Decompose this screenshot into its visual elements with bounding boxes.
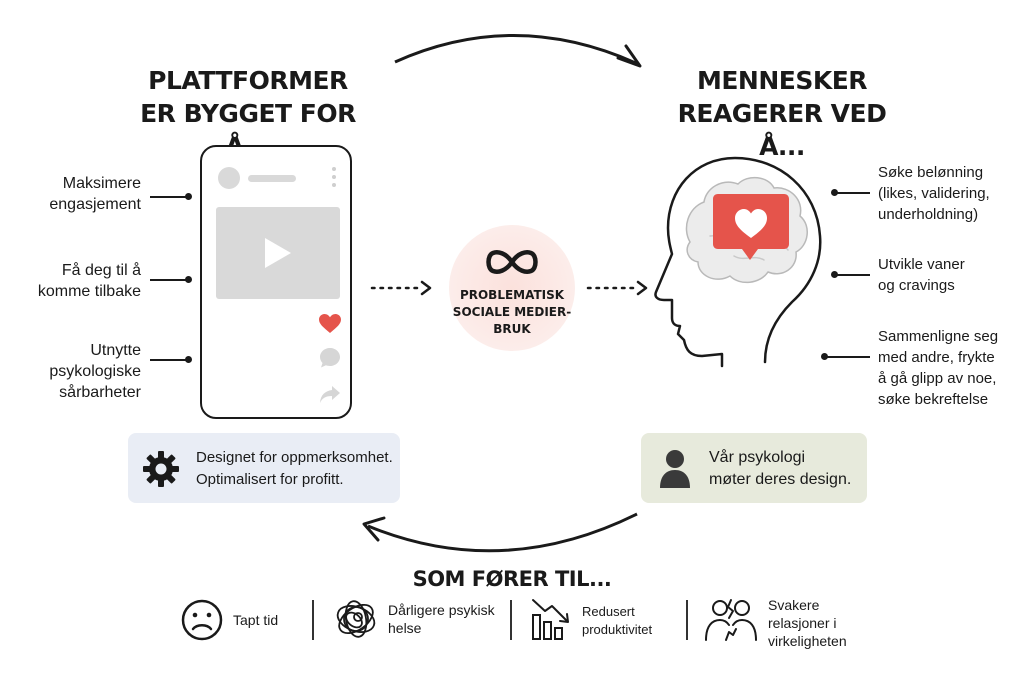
left-connector-2 <box>150 279 188 281</box>
left-connector-dot-2 <box>185 276 192 283</box>
right-item-2-line-1: Utvikle vaner <box>878 256 965 273</box>
left-item-2-line-2: komme tilbake <box>37 283 141 300</box>
platform-design-panel: Designet for oppmerksomhet. Optimalisert… <box>128 433 400 503</box>
profile-avatar-placeholder <box>218 167 240 189</box>
left-item-3-line-3: sårbarheter <box>59 384 141 401</box>
left-item-vulnerabilities: Utnytte psykologiske sårbarheter <box>20 340 141 403</box>
right-connector-2 <box>834 274 870 276</box>
outcome-separator-3 <box>686 600 688 640</box>
center-label-line-2: SOCIALE MEDIER- <box>452 305 572 319</box>
gear-icon <box>143 451 179 487</box>
left-connector-dot-1 <box>185 193 192 200</box>
top-cycle-arrow <box>394 34 642 68</box>
right-heading-line-2: REAGERER VED Å... <box>677 99 887 161</box>
platform-design-text: Designet for oppmerksomhet. Optimalisert… <box>196 447 396 491</box>
left-item-3-line-2: psykologiske <box>49 363 141 380</box>
right-connector-1 <box>834 192 870 194</box>
dotted-arrow-right <box>586 280 648 296</box>
right-item-3-line-2: med andre, frykte <box>878 349 995 366</box>
psychology-line-1: Vår psykologi <box>709 449 806 466</box>
left-connector-3 <box>150 359 188 361</box>
outcome-relationships: Svakere relasjoner i virkeligheten <box>768 596 878 650</box>
left-heading: PLATTFORMER ER BYGGET FOR Å... <box>118 64 378 163</box>
head-outline <box>654 156 822 368</box>
right-item-3-line-4: søke bekreftelse <box>878 391 989 408</box>
outcome-4-line-2: relasjoner i <box>768 615 837 631</box>
username-placeholder <box>248 175 296 182</box>
right-connector-3 <box>824 356 870 358</box>
platform-design-line-1: Designet for oppmerksomhet. <box>196 449 393 466</box>
more-options-icon <box>332 167 336 187</box>
outcome-1-line-1: Tapt tid <box>233 612 279 628</box>
comment-icon <box>320 348 340 368</box>
psychology-text: Vår psykologi møter deres design. <box>709 447 865 491</box>
outcome-lost-time: Tapt tid <box>233 611 303 629</box>
left-item-1-line-1: Maksimere <box>62 175 141 192</box>
left-connector-dot-3 <box>185 356 192 363</box>
tangled-mind-icon <box>336 600 376 638</box>
left-item-engagement: Maksimere engasjement <box>20 173 141 215</box>
outcome-mental-health: Dårligere psykisk helse <box>388 601 506 637</box>
infinity-icon <box>486 250 538 274</box>
right-item-habits: Utvikle vaner og cravings <box>878 254 1018 296</box>
right-item-3-line-1: Sammenligne seg <box>878 328 999 345</box>
platform-design-line-2: Optimalisert for profitt. <box>196 471 344 488</box>
play-icon <box>265 238 291 268</box>
outcome-2-line-2: helse <box>388 620 422 636</box>
right-heading: MENNESKER REAGERER VED Å... <box>652 64 912 163</box>
center-label: PROBLEMATISK SOCIALE MEDIER- BRUK <box>436 287 588 338</box>
left-connector-1 <box>150 196 188 198</box>
left-heading-line-2: ER BYGGET FOR Å... <box>140 99 356 161</box>
right-item-2-line-2: og cravings <box>878 277 955 294</box>
center-label-line-3: BRUK <box>493 322 531 336</box>
right-item-1-line-3: underholdning) <box>878 206 979 223</box>
right-item-3-line-3: å gå glipp av noe, <box>878 370 997 387</box>
outcome-3-line-2: produktivitet <box>582 622 653 637</box>
left-item-2-line-1: Få deg til å <box>61 262 141 279</box>
outcome-productivity: Redusert produktivitet <box>582 603 678 639</box>
outcome-4-line-1: Svakere <box>768 597 820 613</box>
right-heading-line-1: MENNESKER <box>696 66 868 95</box>
outcome-separator-1 <box>312 600 314 640</box>
sad-face-icon <box>181 599 223 641</box>
video-placeholder <box>216 207 340 299</box>
right-item-1-line-2: (likes, validering, <box>878 185 990 202</box>
left-heading-line-1: PLATTFORMER <box>148 66 348 95</box>
left-item-return: Få deg til å komme tilbake <box>20 260 141 302</box>
outcome-heading: SOM FØRER TIL... <box>412 567 612 591</box>
heart-icon <box>319 314 341 333</box>
broken-connection-icon <box>705 599 757 641</box>
right-item-comparison: Sammenligne seg med andre, frykte å gå g… <box>878 326 1018 410</box>
declining-chart-icon <box>532 599 569 640</box>
outcome-4-line-3: virkeligheten <box>768 633 847 649</box>
outcome-3-line-1: Redusert <box>582 604 635 619</box>
center-label-line-1: PROBLEMATISK <box>459 288 565 302</box>
left-item-1-line-2: engasjement <box>49 196 141 213</box>
bottom-cycle-arrow <box>362 512 638 553</box>
psychology-panel: Vår psykologi møter deres design. <box>641 433 867 503</box>
head-profile-icon <box>654 156 822 368</box>
psychology-line-2: møter deres design. <box>709 471 852 488</box>
phone-mockup <box>200 145 352 419</box>
dotted-arrow-left <box>370 280 432 296</box>
center-glow <box>449 225 575 351</box>
notification-heart-icon <box>735 209 767 238</box>
right-item-1-line-1: Søke belønning <box>878 164 984 181</box>
share-icon <box>320 386 340 403</box>
person-icon <box>660 450 690 488</box>
outcome-separator-2 <box>510 600 512 640</box>
right-item-reward: Søke belønning (likes, validering, under… <box>878 162 1018 225</box>
left-item-3-line-1: Utnytte <box>90 342 141 359</box>
outcome-2-line-1: Dårligere psykisk <box>388 602 495 618</box>
